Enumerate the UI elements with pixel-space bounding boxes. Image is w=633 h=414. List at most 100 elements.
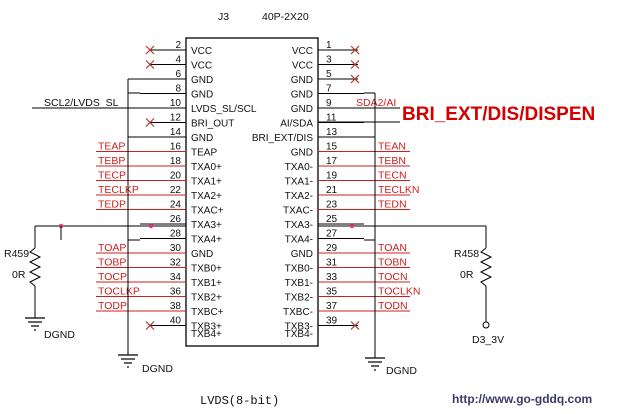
pin-name: TXBC+ xyxy=(191,307,224,318)
ground-symbol-right-bus xyxy=(365,357,385,371)
pin-name: AI/SDA xyxy=(280,119,313,130)
extra-left-pin-label: TXB4+ xyxy=(191,329,222,340)
extra-right-pin-label: TXB4- xyxy=(285,329,313,340)
pin-name: VCC xyxy=(191,61,212,72)
ground-symbol-left-bus xyxy=(118,354,138,368)
pin-name: TXB1- xyxy=(285,278,313,289)
net-label: TOCLKP xyxy=(98,286,140,298)
pin-number: 32 xyxy=(170,258,182,269)
no-connect-mark xyxy=(350,74,360,84)
pin-name: TXA3+ xyxy=(191,220,222,231)
net-label: TECLKP xyxy=(98,184,139,196)
resistor-ref-r458: R458 xyxy=(454,248,479,260)
pin-name: TXAC- xyxy=(283,206,313,217)
left-ground-bus xyxy=(127,78,140,355)
junction-dot xyxy=(349,223,355,229)
left-pin-column: 2VCC4VCC6GND8GND10LVDS_SL/SCLSCL2/LVDS_S… xyxy=(44,40,257,333)
pin-name: TXB0- xyxy=(285,264,313,275)
pin-name: TXB3- xyxy=(285,322,313,333)
pin-name: TXB2+ xyxy=(191,293,222,304)
pin-number: 2 xyxy=(175,40,181,51)
pin-name: TEAP xyxy=(191,148,217,159)
net-label: TOCLKN xyxy=(378,286,420,298)
resistor-value-r458: 0R xyxy=(460,269,474,281)
pin-number: 40 xyxy=(170,316,182,327)
net-label: TOCP xyxy=(98,271,127,283)
pin-name: TXA4- xyxy=(285,235,313,246)
net-label: SCL2/LVDS_SL xyxy=(44,97,119,109)
watermark: http://www.go-gddq.com xyxy=(452,392,592,406)
pin-name: GND xyxy=(191,133,213,144)
net-label: TEAP xyxy=(98,141,125,153)
pin-name: TXA2+ xyxy=(191,191,222,202)
pin-number: 3 xyxy=(326,55,332,66)
pin-number: 17 xyxy=(326,156,338,167)
pin-name: BRI_EXT/DIS xyxy=(252,133,313,144)
right-pin-column: 1VCC3VCC5GND7GND9GNDSDA2/AI11AI/SDA13BRI… xyxy=(252,40,421,333)
pin-name: TXB0+ xyxy=(191,264,222,275)
pin-number: 25 xyxy=(326,214,338,225)
net-label: TODP xyxy=(98,300,127,312)
ground-label-center-right: DGND xyxy=(386,365,417,377)
net-label: TECP xyxy=(98,170,126,182)
no-connect-mark xyxy=(350,321,360,330)
net-label: TEBP xyxy=(98,155,125,167)
pin-name: GND xyxy=(291,75,313,86)
pin-name: TXA0- xyxy=(285,162,313,173)
pin-number: 28 xyxy=(170,229,182,240)
pin-number: 23 xyxy=(326,200,338,211)
diagram-caption: LVDS(8-bit) xyxy=(200,394,279,408)
net-label: TECLKN xyxy=(378,184,419,196)
no-connect-mark xyxy=(145,118,155,127)
net-label: TEDP xyxy=(98,199,126,211)
pin-number: 31 xyxy=(326,258,338,269)
pin-number: 4 xyxy=(175,55,181,66)
pin-name: TXA0+ xyxy=(191,162,222,173)
net-label: TOBN xyxy=(378,257,407,269)
power-label: D3_3V xyxy=(472,334,504,346)
net-label: TOBP xyxy=(98,257,126,269)
pin-number: 20 xyxy=(170,171,182,182)
pin-name: TXB1+ xyxy=(191,278,222,289)
pin-number: 24 xyxy=(170,200,182,211)
pin-number: 12 xyxy=(170,113,182,124)
pin-number: 14 xyxy=(170,127,182,138)
pin-number: 21 xyxy=(326,185,338,196)
pin-number: 38 xyxy=(170,301,182,312)
pin-name: TXA4+ xyxy=(191,235,222,246)
net-label: TECN xyxy=(378,170,407,182)
pin-name: BRI_OUT xyxy=(191,119,234,130)
callout-bri-ext-dis-dispen: BRI_EXT/DIS/DISPEN xyxy=(402,104,595,125)
pin-number: 30 xyxy=(170,243,182,254)
ground-label-left: DGND xyxy=(44,329,75,341)
pin-name: VCC xyxy=(292,46,313,57)
pin-number: 8 xyxy=(175,84,181,95)
net-label: TODN xyxy=(378,300,408,312)
net-label: TEAN xyxy=(378,141,406,153)
net-label: SDA2/AI xyxy=(356,97,396,109)
net-label: TEBN xyxy=(378,155,406,167)
pin-number: 5 xyxy=(326,69,332,80)
pin-number: 6 xyxy=(175,69,181,80)
pin-name: GND xyxy=(291,148,313,159)
pin-number: 22 xyxy=(170,185,182,196)
pin-name: TXAC+ xyxy=(191,206,224,217)
pin-name: TXA1+ xyxy=(191,177,222,188)
pin-name: LVDS_SL/SCL xyxy=(191,104,257,115)
pin-name: TXBC- xyxy=(283,307,313,318)
pin-number: 39 xyxy=(326,316,338,327)
ground-label-center-left: DGND xyxy=(142,363,173,375)
pin-number: 18 xyxy=(170,156,182,167)
junction-dot xyxy=(148,223,154,229)
pin-number: 27 xyxy=(326,229,338,240)
no-connect-mark xyxy=(145,321,155,330)
no-connect-mark xyxy=(145,45,155,55)
connector-body xyxy=(185,37,319,347)
pin-number: 1 xyxy=(326,40,332,51)
pin-number: 10 xyxy=(170,98,182,109)
pin-name: TXA3- xyxy=(285,220,313,231)
connector-ref: J3 xyxy=(218,11,229,23)
pin-name: TXA2- xyxy=(285,191,313,202)
pin-name: VCC xyxy=(292,61,313,72)
pin-number: 16 xyxy=(170,142,182,153)
